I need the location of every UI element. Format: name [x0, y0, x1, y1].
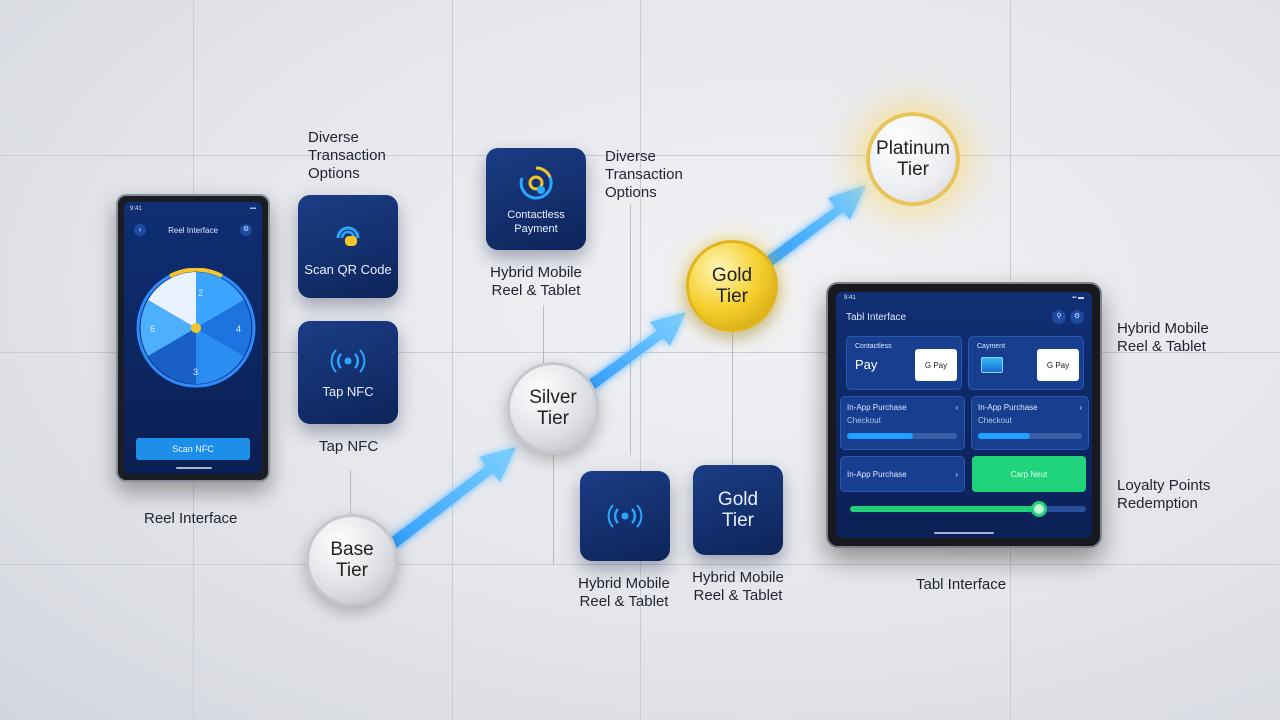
- google-pay-badge[interactable]: G Pay: [915, 349, 957, 381]
- arrow-gold-to-platinum: [766, 185, 866, 266]
- google-pay-badge[interactable]: G Pay: [1037, 349, 1079, 381]
- diverse-options-label-mid: Diverse Transaction Options: [605, 148, 683, 201]
- wheel-number: 4: [236, 324, 241, 334]
- grid-line: [452, 0, 453, 720]
- gold-tier-coin[interactable]: Gold Tier: [686, 240, 778, 332]
- chevron-right-icon: ›: [1079, 403, 1082, 412]
- tablet-device: 9:41 ▪▪ ▬ Tabl Interface ⚲ ⚙ Contactless …: [826, 282, 1102, 548]
- platinum-tier-coin[interactable]: Platinum Tier: [866, 112, 960, 206]
- battery-icon: ▪▪ ▬: [1072, 295, 1084, 301]
- hybrid-label-right: Hybrid Mobile Reel & Tablet: [1117, 320, 1209, 355]
- status-time: 9:41: [130, 206, 142, 212]
- hybrid-label-bottom-1: Hybrid Mobile Reel & Tablet: [578, 575, 670, 610]
- contactless-label: Contactless Payment: [507, 209, 565, 235]
- in-app-purchase-card-3[interactable]: In-App Purchase ›: [840, 456, 965, 492]
- in-app-purchase-card-1[interactable]: In-App Purchase Checkout ›: [840, 396, 965, 450]
- reel-interface-screen: 9:41 ▪▪▪ ‹ Reel Interface ⚙ 2 4 3 6 Scan …: [124, 202, 262, 474]
- tap-nfc-tile[interactable]: Tap NFC: [298, 321, 398, 424]
- qr-scan-icon: [336, 226, 360, 246]
- diverse-options-label-left: Diverse Transaction Options: [308, 129, 386, 182]
- nfc-tile[interactable]: [580, 471, 670, 561]
- scan-nfc-button[interactable]: Scan NFC: [136, 438, 250, 460]
- settings-icon[interactable]: ⚙: [240, 224, 252, 236]
- card-label: Contactless: [855, 343, 892, 350]
- tap-nfc-tile-label: Tap NFC: [322, 384, 374, 399]
- apple-pay-text: Pay: [855, 357, 878, 372]
- loyalty-redemption-label: Loyalty Points Redemption: [1117, 477, 1211, 512]
- purchase-progress-bar: [978, 433, 1082, 439]
- phone-device: 9:41 ▪▪▪ ‹ Reel Interface ⚙ 2 4 3 6 Scan …: [116, 194, 270, 482]
- connector: [350, 470, 351, 530]
- purchase-title: In-App Purchase: [847, 470, 907, 479]
- connector: [543, 305, 544, 370]
- purchase-title: In-App Purchase: [978, 403, 1038, 412]
- home-indicator: [934, 532, 994, 534]
- arrow-base-to-silver: [388, 447, 516, 548]
- phone-title: Reel Interface: [168, 226, 218, 235]
- gold-tier-tile[interactable]: Gold Tier: [693, 465, 783, 555]
- tap-nfc-label: Tap NFC: [319, 438, 379, 455]
- scan-qr-label: Scan QR Code: [304, 262, 392, 277]
- chevron-right-icon: ›: [955, 403, 958, 412]
- arrow-silver-to-gold: [585, 312, 686, 391]
- signal-icon: ▪▪▪: [249, 206, 256, 212]
- contactless-pay-card[interactable]: Contactless Pay G Pay: [846, 336, 962, 390]
- card-label: Cayment: [977, 343, 1006, 350]
- loyalty-slider[interactable]: [850, 501, 1086, 517]
- settings-icon[interactable]: ⚙: [1070, 310, 1084, 324]
- nfc-icon: [607, 504, 643, 528]
- status-time: 9:41: [844, 295, 856, 301]
- in-app-purchase-card-2[interactable]: In-App Purchase Checkout ›: [971, 396, 1089, 450]
- scan-qr-tile[interactable]: Scan QR Code: [298, 195, 398, 298]
- slider-handle[interactable]: [1030, 501, 1047, 517]
- connector: [553, 455, 554, 565]
- purchase-subtitle: Checkout: [847, 416, 881, 425]
- back-arrow-icon[interactable]: ‹: [134, 224, 146, 236]
- nfc-icon: [330, 349, 366, 373]
- status-bar: 9:41 ▪▪ ▬: [844, 295, 1084, 301]
- chevron-right-icon: ›: [955, 470, 958, 479]
- reel-wheel[interactable]: 2 4 3 6: [136, 268, 256, 388]
- connector: [732, 330, 733, 465]
- card-icon: [981, 357, 1003, 373]
- connector: [630, 205, 631, 455]
- contactless-payment-tile[interactable]: Contactless Payment: [486, 148, 586, 250]
- payment-card[interactable]: Cayment G Pay: [968, 336, 1084, 390]
- purchase-title: In-App Purchase: [847, 403, 907, 412]
- apple-pay-logo: Pay: [855, 357, 877, 372]
- wheel-number: 3: [193, 367, 198, 377]
- purchase-subtitle: Checkout: [978, 416, 1012, 425]
- tablet-title: Tabl Interface: [846, 312, 907, 323]
- slider-fill: [850, 506, 1039, 512]
- home-indicator: [176, 467, 212, 469]
- tabl-interface-label: Tabl Interface: [916, 576, 1007, 593]
- wheel-number: 2: [198, 288, 203, 298]
- silver-tier-coin[interactable]: Silver Tier: [507, 362, 599, 454]
- link-icon[interactable]: ⚲: [1052, 310, 1066, 324]
- reel-interface-label: Reel Interface: [144, 510, 238, 527]
- tabl-interface-screen: 9:41 ▪▪ ▬ Tabl Interface ⚲ ⚙ Contactless …: [836, 292, 1092, 538]
- base-tier-coin[interactable]: Base Tier: [306, 514, 398, 606]
- gold-tier-tile-label: Gold Tier: [717, 489, 759, 531]
- redeem-button[interactable]: Carp Neut: [972, 456, 1086, 492]
- hybrid-label-bottom-2: Hybrid Mobile Reel & Tablet: [692, 569, 784, 604]
- contactless-icon: [519, 166, 553, 200]
- status-bar: 9:41 ▪▪▪: [130, 206, 256, 212]
- purchase-progress-bar: [847, 433, 957, 439]
- wheel-number: 6: [150, 324, 155, 334]
- hybrid-label-top: Hybrid Mobile Reel & Tablet: [490, 264, 582, 299]
- grid-line: [640, 0, 641, 720]
